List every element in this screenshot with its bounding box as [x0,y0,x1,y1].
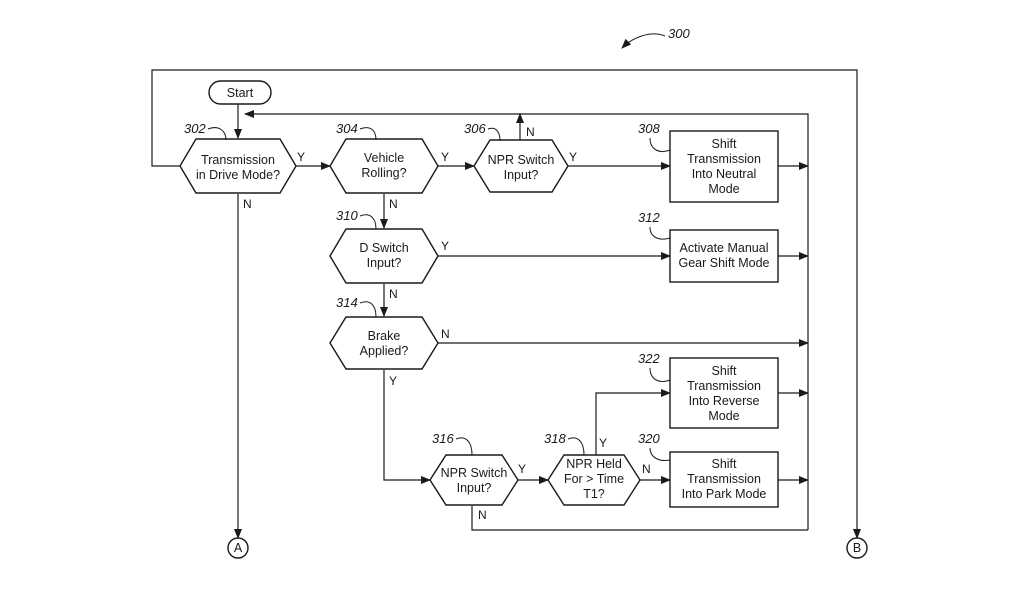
label-314-no: N [441,327,450,341]
label-306-no: N [526,125,535,139]
ref-304: 304 [336,121,358,136]
label-306-yes: Y [569,150,577,164]
process-308-line-4: Mode [708,182,739,196]
decision-314-line-1: Brake [368,329,401,343]
decision-302-line-1: Transmission [201,153,275,167]
process-308-line-1: Shift [711,137,737,151]
decision-304-line-2: Rolling? [361,166,406,180]
decision-316-line-2: Input? [457,481,492,495]
decision-316-line-1: NPR Switch [441,466,508,480]
label-302-no: N [243,197,252,211]
decision-314: Brake Applied? [329,316,439,370]
connector-a: A [227,537,249,559]
label-318-no: N [642,462,651,476]
edge-318-322 [595,389,671,456]
process-322-line-3: Into Reverse [689,394,760,408]
label-310-yes: Y [441,239,449,253]
start-label: Start [227,86,254,100]
ref-312-leader [649,226,671,240]
ref-310-leader [359,214,377,230]
process-312-line-1: Activate Manual [680,241,769,255]
connector-b: B [846,537,868,559]
connector-b-label: B [853,541,861,555]
start-node: Start [208,80,272,105]
label-304-yes: Y [441,150,449,164]
ref-314-leader [359,301,377,318]
connector-lines [151,69,861,539]
decision-310-line-1: D Switch [359,241,408,255]
decision-318: NPR Held For > Time T1? [547,454,641,506]
ref-318-leader [567,437,585,456]
decision-306: NPR Switch Input? [473,139,569,193]
label-302-yes: Y [297,150,305,164]
process-312-line-2: Gear Shift Mode [678,256,769,270]
process-308: Shift Transmission Into Neutral Mode [669,130,779,203]
ref-320-leader [649,447,671,461]
process-320-line-3: Into Park Mode [682,487,767,501]
ref-308-leader [649,137,671,152]
ref-322-leader [649,367,671,382]
edge-314-316 [383,370,431,484]
process-320: Shift Transmission Into Park Mode [669,451,779,508]
ref-302: 302 [184,121,206,136]
process-308-line-2: Transmission [687,152,761,166]
ref-302-leader [207,127,227,141]
ref-318: 318 [544,431,566,446]
process-322-line-2: Transmission [687,379,761,393]
decision-304-line-1: Vehicle [364,151,404,165]
process-322-line-1: Shift [711,364,737,378]
process-312: Activate Manual Gear Shift Mode [669,229,779,283]
label-310-no: N [389,287,398,301]
decision-302: Transmission in Drive Mode? [179,138,297,194]
reference-numerals: 302 304 306 308 310 312 314 322 316 318 … [184,121,671,461]
decision-318-line-3: T1? [583,487,605,501]
figure-number: 300 [621,26,690,49]
ref-322: 322 [638,351,660,366]
label-314-yes: Y [389,374,397,388]
decision-318-line-2: For > Time [564,472,624,486]
figure-number-label: 300 [668,26,690,41]
decision-318-line-1: NPR Held [566,457,622,471]
ref-310: 310 [336,208,358,223]
label-318-yes: Y [599,436,607,450]
ref-316-leader [455,437,473,456]
decision-310: D Switch Input? [329,228,439,284]
decision-306-line-1: NPR Switch [488,153,555,167]
label-316-yes: Y [518,462,526,476]
label-304-no: N [389,197,398,211]
ref-306: 306 [464,121,486,136]
edge-labels: Y N Y N N Y Y N N Y Y N Y N [243,125,651,522]
ref-314: 314 [336,295,358,310]
ref-312: 312 [638,210,660,225]
process-320-line-1: Shift [711,457,737,471]
decision-302-line-2: in Drive Mode? [196,168,280,182]
decision-304: Vehicle Rolling? [329,138,439,194]
process-322: Shift Transmission Into Reverse Mode [669,357,779,429]
edge-return-loop [244,110,809,530]
process-308-line-3: Into Neutral [692,167,757,181]
decision-316: NPR Switch Input? [429,454,519,506]
process-322-line-4: Mode [708,409,739,423]
process-320-line-2: Transmission [687,472,761,486]
ref-308: 308 [638,121,660,136]
ref-304-leader [359,127,377,141]
connector-a-label: A [234,541,243,555]
decision-310-line-2: Input? [367,256,402,270]
edge-316-no [471,506,808,531]
decision-306-line-2: Input? [504,168,539,182]
ref-320: 320 [638,431,660,446]
label-316-no: N [478,508,487,522]
ref-316: 316 [432,431,454,446]
edge-302-yes-to-b [151,69,861,539]
decision-314-line-2: Applied? [360,344,409,358]
ref-306-leader [487,127,501,142]
